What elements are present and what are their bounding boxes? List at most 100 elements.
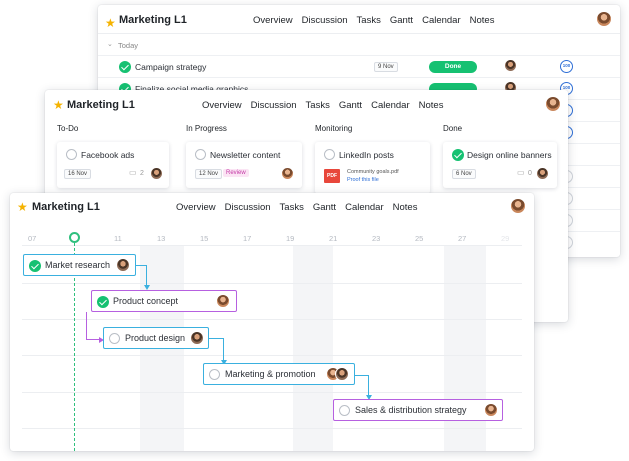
tab-notes[interactable]: Notes — [418, 100, 444, 111]
checkbox-icon[interactable] — [339, 404, 350, 416]
weekend-column — [293, 245, 333, 451]
tab-discussion[interactable]: Discussion — [250, 100, 297, 111]
avatar[interactable] — [335, 367, 349, 381]
tab-tasks[interactable]: Tasks — [305, 100, 330, 111]
tab-calendar[interactable]: Calendar — [345, 202, 384, 213]
check-complete-icon[interactable] — [452, 149, 464, 161]
due-date[interactable]: 12 Nov — [195, 169, 223, 179]
avatar[interactable] — [116, 258, 130, 272]
tab-tasks[interactable]: Tasks — [279, 202, 304, 213]
star-icon[interactable]: ★ — [53, 98, 64, 112]
check-complete-icon[interactable] — [29, 259, 41, 272]
check-complete-icon[interactable] — [97, 295, 109, 308]
gantt-task-bar[interactable]: Product concept — [91, 290, 237, 312]
gantt-view-window: ★ Marketing L1 Overview Discussion Tasks… — [10, 193, 534, 451]
tab-overview[interactable]: Overview — [253, 15, 293, 26]
date-tick: 29 — [501, 234, 510, 243]
tab-discussion[interactable]: Discussion — [224, 202, 271, 213]
row-divider — [22, 283, 522, 284]
avatar[interactable] — [545, 96, 561, 112]
card-title: Newsletter content — [210, 150, 281, 160]
tab-calendar[interactable]: Calendar — [422, 15, 461, 26]
star-icon[interactable]: ★ — [105, 16, 116, 30]
chevron-down-icon[interactable]: ⌄ — [107, 41, 113, 48]
task-name: Sales & distribution strategy — [355, 405, 467, 415]
task-card[interactable]: LinkedIn posts PDF Community goals.pdf P… — [315, 142, 430, 194]
avatar[interactable] — [216, 294, 230, 308]
check-complete-icon[interactable] — [119, 61, 131, 73]
checkbox-icon[interactable] — [209, 368, 220, 380]
project-nav: Overview Discussion Tasks Gantt Calendar… — [253, 15, 503, 26]
checkbox-icon[interactable] — [109, 332, 120, 344]
review-tag[interactable]: Review — [223, 169, 249, 177]
dependency-connector — [209, 338, 224, 361]
comment-icon[interactable]: ▭ — [517, 168, 525, 177]
row-divider — [22, 319, 522, 320]
project-nav: Overview Discussion Tasks Gantt Calendar… — [176, 202, 426, 213]
card-title: Design online banners — [467, 150, 552, 160]
group-label-today: Today — [118, 41, 139, 50]
due-date[interactable]: 6 Nov — [452, 169, 476, 179]
card-title: Facebook ads — [81, 150, 135, 160]
comment-icon[interactable]: ▭ — [129, 168, 137, 177]
column-header-monitoring: Monitoring — [315, 124, 353, 133]
list-item[interactable]: Campaign strategy 9 Nov Done 100 — [98, 55, 620, 77]
list-item[interactable]: Finalize social media graphics 100 — [98, 77, 620, 99]
today-marker-pin-icon[interactable] — [69, 232, 80, 243]
attachment-name[interactable]: Community goals.pdf — [347, 169, 399, 175]
progress-indicator: 100 — [560, 60, 573, 73]
dependency-arrow — [99, 337, 104, 343]
tab-gantt[interactable]: Gantt — [338, 100, 363, 111]
avatar[interactable] — [190, 331, 204, 345]
tab-notes[interactable]: Notes — [469, 15, 495, 26]
tab-gantt[interactable]: Gantt — [312, 202, 337, 213]
project-title: Marketing L1 — [32, 201, 100, 213]
column-header-in-progress: In Progress — [186, 124, 227, 133]
tab-overview[interactable]: Overview — [202, 100, 242, 111]
tab-tasks[interactable]: Tasks — [356, 15, 381, 26]
dependency-connector — [86, 312, 99, 340]
tab-overview[interactable]: Overview — [176, 202, 216, 213]
row-divider — [22, 392, 522, 393]
avatar[interactable] — [504, 59, 517, 72]
proof-file-link[interactable]: Proof this file — [347, 177, 379, 183]
gantt-task-bar[interactable]: Market research — [23, 254, 136, 276]
due-date[interactable]: 9 Nov — [374, 62, 398, 72]
avatar[interactable] — [484, 403, 498, 417]
project-title: Marketing L1 — [119, 14, 187, 26]
tab-discussion[interactable]: Discussion — [301, 15, 348, 26]
gantt-task-bar[interactable]: Marketing & promotion — [203, 363, 355, 385]
divider — [98, 33, 620, 34]
checkbox-icon[interactable] — [195, 149, 206, 160]
date-tick: 11 — [114, 234, 122, 243]
gantt-task-bar[interactable]: Sales & distribution strategy — [333, 399, 503, 421]
due-date[interactable]: 16 Nov — [64, 169, 92, 179]
avatar[interactable] — [281, 167, 294, 180]
gantt-task-bar[interactable]: Product design — [103, 327, 209, 349]
dependency-connector — [136, 265, 147, 285]
task-card[interactable]: Facebook ads 16 Nov ▭ 2 — [57, 142, 169, 188]
tab-calendar[interactable]: Calendar — [371, 100, 410, 111]
project-nav: Overview Discussion Tasks Gantt Calendar… — [202, 100, 452, 111]
task-card[interactable]: Design online banners 6 Nov ▭ 0 — [443, 142, 557, 188]
avatar[interactable] — [536, 167, 549, 180]
task-name: Product design — [125, 333, 186, 343]
star-icon[interactable]: ★ — [17, 200, 28, 214]
comment-count: 2 — [140, 170, 144, 177]
pdf-file-icon[interactable]: PDF — [324, 169, 340, 183]
tab-gantt[interactable]: Gantt — [389, 15, 414, 26]
dependency-arrow — [144, 285, 150, 290]
dependency-arrow — [366, 395, 372, 400]
avatar[interactable] — [150, 167, 163, 180]
checkbox-icon[interactable] — [324, 149, 335, 160]
task-name: Product concept — [113, 296, 179, 306]
task-card[interactable]: Newsletter content 12 Nov Review — [186, 142, 302, 188]
avatar[interactable] — [596, 11, 612, 27]
tab-notes[interactable]: Notes — [392, 202, 418, 213]
status-badge[interactable]: Done — [429, 61, 477, 73]
date-tick: 25 — [415, 234, 424, 243]
column-header-done: Done — [443, 124, 463, 133]
avatar[interactable] — [510, 198, 526, 214]
checkbox-icon[interactable] — [66, 149, 77, 160]
date-tick: 21 — [329, 234, 338, 243]
